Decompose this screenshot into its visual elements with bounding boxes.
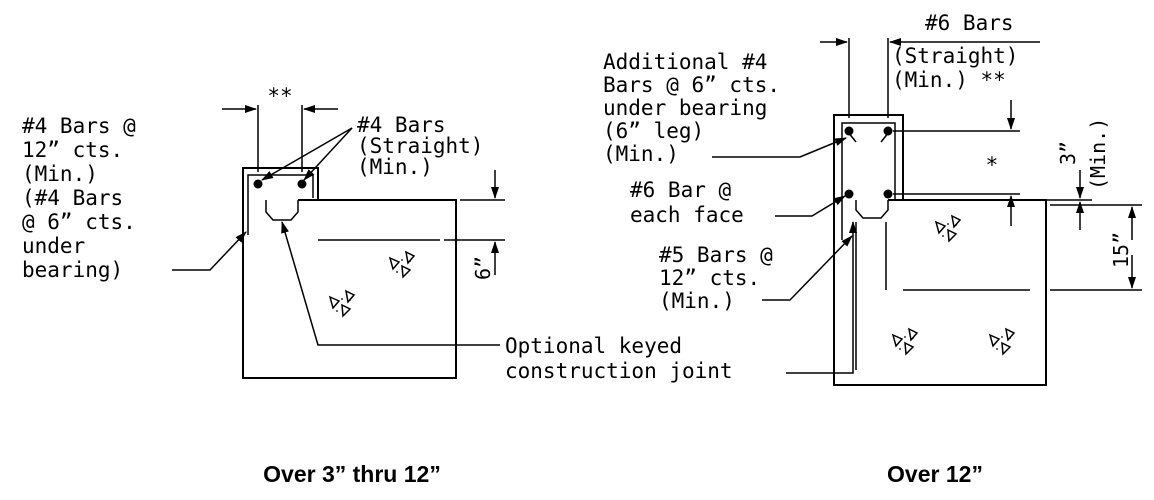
left-straight-bars-callout: #4 Bars (Straight) (Min.)	[261, 113, 496, 181]
aggregate-symbol	[892, 328, 918, 355]
left-concrete-slab	[242, 199, 457, 379]
right-top-bars-sub: (Straight) (Min.) **	[892, 44, 1031, 92]
left-straight-bars-label: #4 Bars (Straight) (Min.)	[357, 113, 496, 179]
left-bar-dot	[253, 179, 263, 189]
keyed-joint-label: Optional keyed construction joint	[505, 334, 733, 383]
right-concrete-slab	[833, 199, 1047, 386]
left-curb	[242, 167, 319, 235]
right-caption: Over 12”	[887, 461, 983, 487]
right-curb	[833, 114, 904, 240]
left-stirrup-label: #4 Bars @ 12” cts. (Min.) (#4 Bars @ 6” …	[22, 114, 148, 282]
left-bar-dot	[297, 179, 307, 189]
right-dim-3: 3”	[1056, 141, 1080, 165]
aggregate-symbol	[389, 251, 415, 278]
right-top-bars-label: #6 Bars	[925, 11, 1014, 35]
right-face-bar-label: #6 Bar @ each face	[630, 178, 744, 227]
aggregate-symbol	[989, 328, 1015, 355]
right-additional-bars-callout: Additional #4 Bars @ 6” cts. under beari…	[603, 50, 847, 166]
aggregate-symbol	[935, 215, 961, 242]
right-3in-dimension: 3” (Min.)	[906, 118, 1110, 230]
right-bar-dot	[844, 189, 854, 199]
right-top-spacing-dimension: #6 Bars (Straight) (Min.) **	[820, 11, 1040, 118]
right-bar-dot	[883, 189, 893, 199]
keyed-joint-callout: Optional keyed construction joint	[281, 221, 857, 383]
left-6in-dimension: 6”	[444, 170, 505, 280]
right-detail: #6 Bars (Straight) (Min.) ** Additional …	[603, 11, 1142, 487]
left-keyed-joint	[265, 200, 299, 221]
left-stirrup-callout: #4 Bars @ 12” cts. (Min.) (#4 Bars @ 6” …	[22, 114, 247, 282]
right-star-dimension: *	[893, 100, 1020, 226]
right-star-mark: *	[986, 153, 999, 177]
right-stirrup-label: #5 Bars @ 12” cts. (Min.)	[659, 243, 785, 313]
right-dim-3-min: (Min.)	[1086, 118, 1110, 190]
right-15in-dimension: 15”	[1050, 204, 1142, 291]
left-dim-6: 6”	[471, 256, 495, 280]
left-spacing-dimension: **	[222, 84, 338, 172]
right-bar-dot	[883, 126, 893, 136]
right-stirrup-callout: #5 Bars @ 12” cts. (Min.)	[659, 235, 853, 313]
left-caption: Over 3” thru 12”	[263, 461, 441, 487]
left-spacing-mark: **	[267, 84, 292, 108]
right-bar-dot	[844, 126, 854, 136]
right-keyed-joint	[855, 200, 889, 219]
aggregate-symbol	[329, 290, 355, 317]
right-face-bar-callout: #6 Bar @ each face	[630, 178, 846, 227]
right-additional-bars-label: Additional #4 Bars @ 6” cts. under beari…	[603, 50, 793, 166]
left-detail: ** #4 Bars (Straight) (Min.) #4 Bars @ 1…	[22, 84, 505, 487]
right-dim-15: 15”	[1109, 232, 1133, 268]
